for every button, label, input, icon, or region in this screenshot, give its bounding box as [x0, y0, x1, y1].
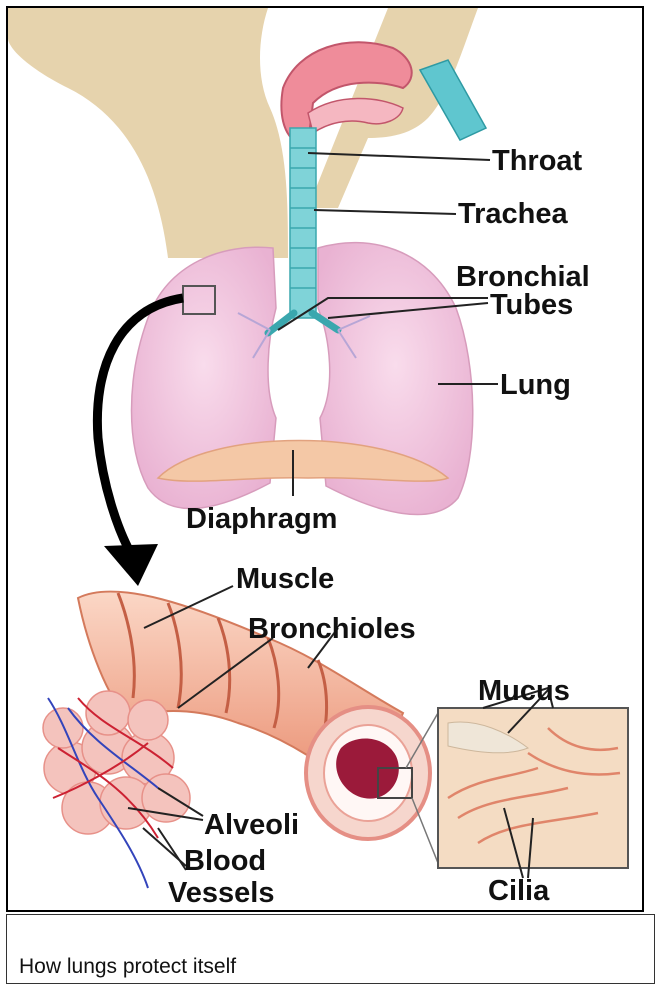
- label-alveoli: Alveoli: [204, 809, 299, 841]
- label-blood: Blood: [184, 845, 266, 877]
- arrow-head: [104, 544, 158, 586]
- figure-frame: Throat Trachea Bronchial Tubes Lung Diap…: [6, 6, 644, 912]
- trachea: [290, 128, 316, 318]
- head-silhouette: [8, 8, 288, 258]
- label-trachea: Trachea: [458, 198, 568, 230]
- label-diaphragm: Diaphragm: [186, 503, 337, 535]
- label-bronchioles: Bronchioles: [248, 613, 416, 645]
- label-lung: Lung: [500, 369, 571, 401]
- label-muscle: Muscle: [236, 563, 334, 595]
- caption-box: How lungs protect itself: [6, 914, 655, 984]
- label-mucus: Mucus: [478, 675, 570, 707]
- alveoli-cluster: [43, 691, 190, 834]
- label-cilia: Cilia: [488, 875, 550, 907]
- label-vessels: Vessels: [168, 877, 274, 909]
- label-throat: Throat: [492, 145, 583, 177]
- respiratory-diagram: Throat Trachea Bronchial Tubes Lung Diap…: [8, 8, 642, 910]
- label-tubes: Tubes: [490, 289, 573, 321]
- caption-text: How lungs protect itself: [19, 955, 236, 979]
